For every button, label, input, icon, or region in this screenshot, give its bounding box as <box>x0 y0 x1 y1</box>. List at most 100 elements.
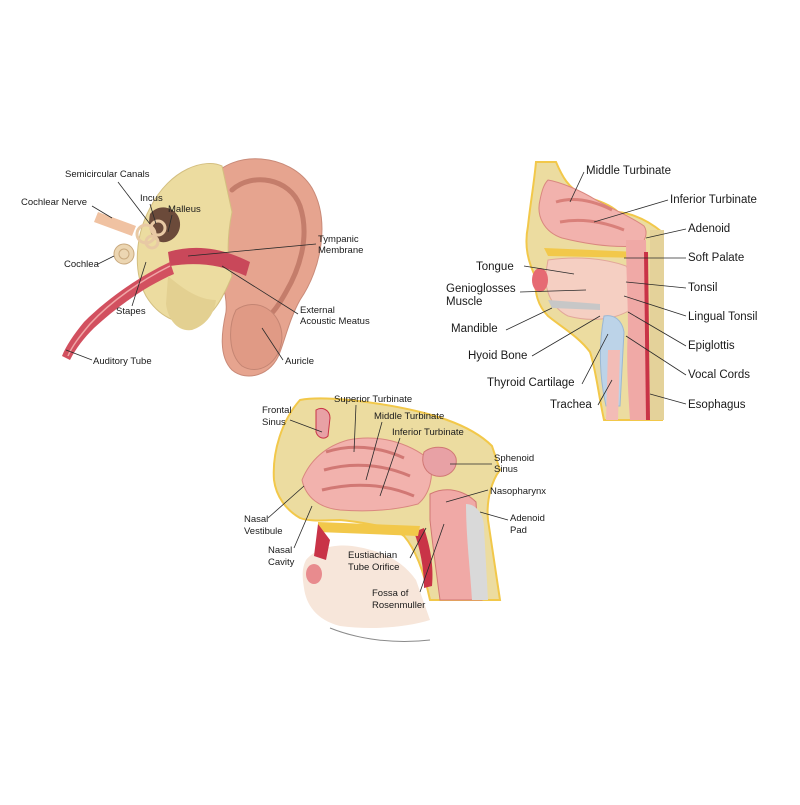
label-tympanic-membrane-2: Membrane <box>318 245 363 256</box>
leader-incus <box>149 203 157 225</box>
auditory-tube-shape <box>62 262 174 360</box>
nose-lower-outline <box>329 627 431 642</box>
label-adenoid-pad-2: Pad <box>510 525 527 536</box>
nose-diagram <box>272 397 502 642</box>
label-stapes: Stapes <box>116 306 146 317</box>
label-sphenoid-sinus-1: Sphenoid <box>494 453 534 464</box>
label-vocal-cords: Vocal Cords <box>688 369 750 381</box>
leader-semicircular-canals <box>117 181 151 225</box>
label-tympanic-membrane-1: Tympanic <box>318 234 359 245</box>
label-mandible: Mandible <box>451 323 498 335</box>
leader-esophagus <box>649 393 687 405</box>
label-adenoid: Adenoid <box>688 223 730 235</box>
throat-labels: Middle Turbinate Inferior Turbinate Aden… <box>446 165 757 411</box>
leader-lingual-tonsil <box>623 295 687 317</box>
label-soft-palate: Soft Palate <box>688 252 744 264</box>
throat-middle-turbinate-shape <box>555 198 613 212</box>
leader-adenoid-pad <box>479 511 509 521</box>
mandible-shape <box>548 300 600 310</box>
auditory-tube-highlight <box>67 265 171 357</box>
leader-superior-turbinate <box>353 404 357 453</box>
spine <box>650 230 664 420</box>
frontal-sinus-shape <box>315 407 331 439</box>
label-genioglosses-muscle-2: Muscle <box>446 296 482 308</box>
leader-stapes <box>131 261 147 307</box>
leader-cochlea <box>97 255 115 265</box>
leader-throat-inferior-turbinate <box>593 199 669 223</box>
leader-adenoid <box>645 228 687 239</box>
leader-nasal-vestibule <box>267 485 305 519</box>
tongue-shape <box>545 257 634 320</box>
label-superior-turbinate: Superior Turbinate <box>334 394 412 405</box>
label-auricle: Auricle <box>285 356 314 367</box>
leader-hyoid-bone <box>531 315 601 357</box>
label-tongue: Tongue <box>476 261 514 273</box>
hard-palate <box>544 248 640 258</box>
sphenoid-sinus-shape <box>422 446 457 477</box>
pharynx <box>626 240 648 420</box>
lips <box>532 268 548 292</box>
label-sphenoid-sinus-2: Sinus <box>494 464 518 475</box>
label-malleus: Malleus <box>168 204 201 215</box>
label-semicircular-canals: Semicircular Canals <box>65 169 150 180</box>
label-lingual-tonsil: Lingual Tonsil <box>688 311 757 323</box>
label-frontal-sinus-2: Sinus <box>262 417 286 428</box>
label-nasal-cavity-1: Nasal <box>268 545 292 556</box>
leader-auditory-tube <box>65 349 93 361</box>
label-incus: Incus <box>140 193 163 204</box>
leader-genioglosses-muscle <box>519 289 587 293</box>
label-esophagus: Esophagus <box>688 399 746 411</box>
label-tonsil: Tonsil <box>688 282 717 294</box>
leader-mandible <box>505 307 553 331</box>
label-nose-inferior-turbinate: Inferior Turbinate <box>392 427 464 438</box>
label-frontal-sinus-1: Frontal <box>262 405 292 416</box>
label-external-acoustic-meatus-1: External <box>300 305 335 316</box>
label-nose-middle-turbinate: Middle Turbinate <box>374 411 444 422</box>
leader-thyroid-cartilage <box>581 333 609 385</box>
leader-nasopharynx <box>445 489 489 503</box>
label-eustachian-tube-orifice-1: Eustiachian <box>348 550 397 561</box>
ear-canal <box>168 247 250 276</box>
label-nasal-cavity-2: Cavity <box>268 557 295 568</box>
nose-labels: Superior Turbinate Frontal Sinus Middle … <box>244 394 546 611</box>
semicircular-canal-2 <box>149 219 167 237</box>
label-throat-middle-turbinate: Middle Turbinate <box>586 165 671 177</box>
leader-trachea <box>597 379 613 406</box>
ear-labels: Semicircular Canals Cochlear Nerve Incus… <box>21 169 370 367</box>
leader-cochlear-nerve <box>91 205 113 219</box>
leader-malleus <box>167 214 173 233</box>
leader-tympanic-membrane <box>187 243 317 257</box>
leader-nose-inferior-turbinate <box>379 437 401 497</box>
leader-eustachian-tube-orifice <box>409 527 427 559</box>
label-auditory-tube: Auditory Tube <box>93 356 152 367</box>
label-fossa-of-rosenmuller-2: Rosenmuller <box>372 600 425 611</box>
nose-vestibule-vessel <box>314 524 330 560</box>
label-genioglosses-muscle-1: Genioglosses <box>446 283 516 295</box>
label-eustachian-tube-orifice-2: Tube Orifice <box>348 562 399 573</box>
label-cochlear-nerve: Cochlear Nerve <box>21 197 87 208</box>
spinal-blood-vessel <box>644 252 650 420</box>
label-trachea: Trachea <box>550 399 592 411</box>
trachea-shape <box>606 350 620 420</box>
cochlea-spiral <box>118 248 130 260</box>
cochlea-shape <box>113 243 135 265</box>
throat-inferior-turbinate-shape <box>559 218 625 232</box>
auricle-inner <box>229 177 307 322</box>
leader-nasal-cavity <box>293 505 313 549</box>
eustachian-tube-shape <box>414 528 433 588</box>
nose-inferior-turbinate-shape <box>321 483 415 498</box>
label-nasopharynx: Nasopharynx <box>490 486 546 497</box>
semicircular-canal-3 <box>144 234 160 250</box>
label-nasal-vestibule-2: Vestibule <box>244 526 283 537</box>
nose-middle-turbinate-shape <box>323 463 411 478</box>
label-nasal-vestibule-1: Nasal <box>244 514 268 525</box>
label-epiglottis: Epiglottis <box>688 340 735 352</box>
petrous-bone <box>166 276 216 331</box>
leader-external-acoustic-meatus <box>221 265 299 315</box>
ear-diagram <box>62 158 323 377</box>
leader-frontal-sinus <box>289 419 323 433</box>
leader-tonsil <box>625 281 687 289</box>
label-cochlea: Cochlea <box>64 259 100 270</box>
